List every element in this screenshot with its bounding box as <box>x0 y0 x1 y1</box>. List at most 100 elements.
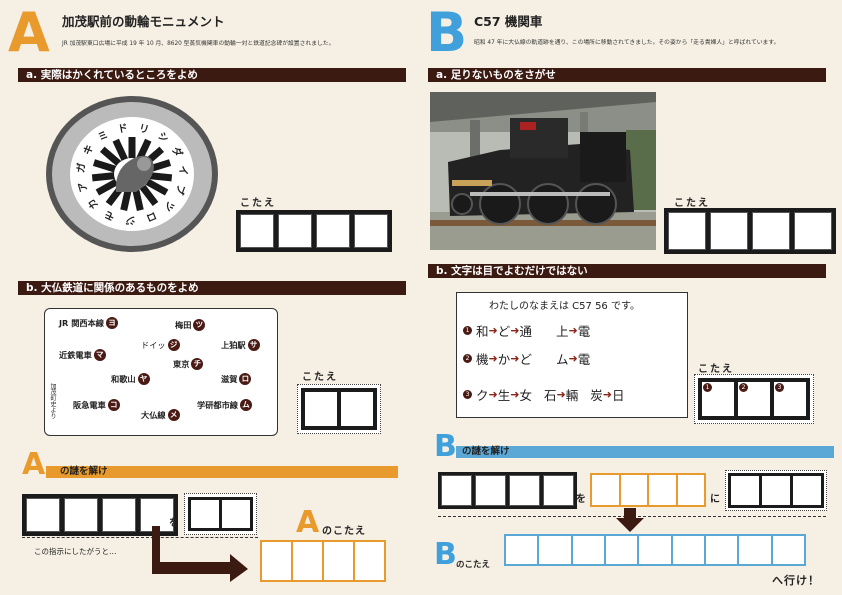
answer-box[interactable] <box>102 498 136 532</box>
section-b-letter: B <box>426 1 468 64</box>
answer-box[interactable] <box>678 475 705 505</box>
section-b-part-b-boxes: 1 2 3 <box>694 374 814 424</box>
answer-box[interactable]: 2 <box>738 382 770 416</box>
go-text: へ行け！ <box>772 574 820 587</box>
wheel-spoke <box>92 159 118 174</box>
riddle-b-heading: の謎を解け <box>462 446 510 457</box>
answer-box[interactable] <box>293 542 324 580</box>
wheel-spoke <box>112 138 129 163</box>
section-b-description: 昭和 47 年に大仏線の軌道跡を通り、この場所に移動されてきました。その姿から「… <box>474 40 780 46</box>
answer-box[interactable] <box>668 212 706 250</box>
station-label: 大仏線メ <box>141 409 180 421</box>
riddle-b-final-answer <box>504 534 806 566</box>
wheel-spoke <box>91 171 117 182</box>
riddle-b-orange-boxes <box>590 473 706 507</box>
answer-box[interactable] <box>762 476 790 505</box>
answer-box[interactable] <box>441 475 472 506</box>
answer-box[interactable] <box>509 475 540 506</box>
station-label: 学研都市線ム <box>197 399 252 411</box>
answer-box[interactable] <box>240 214 274 248</box>
station-label: 阪急電車コ <box>73 399 120 411</box>
riddle-a-divider <box>22 537 258 538</box>
section-b-part-a-answer-label: こたえ <box>674 198 710 209</box>
answer-box[interactable] <box>191 500 219 528</box>
answer-box[interactable] <box>341 392 373 426</box>
answer-box[interactable] <box>278 214 312 248</box>
section-a-letter: A <box>8 1 50 64</box>
answer-box[interactable] <box>305 392 337 426</box>
answer-box[interactable]: 1 <box>702 382 734 416</box>
riddle-a-joiner: を <box>169 518 179 529</box>
answer-box[interactable] <box>262 542 293 580</box>
answer-box[interactable] <box>506 536 540 564</box>
wheel-spoke <box>95 177 120 196</box>
answer-box[interactable] <box>26 498 60 532</box>
station-map: JR 関西本線ヨ 梅田ツ ドイッジ 上狛駅サ 近鉄電車マ 東京チ 和歌山ヤ 滋賀… <box>44 308 278 436</box>
answer-box[interactable] <box>739 536 773 564</box>
riddle-b-answer-letter: B <box>434 537 457 572</box>
wheel-char: ロ <box>145 209 158 223</box>
wheel-spoke <box>99 146 123 168</box>
answer-box[interactable] <box>752 212 790 250</box>
answer-box[interactable] <box>222 500 250 528</box>
wheel-char: ド <box>117 122 129 136</box>
wheel-char: イ <box>176 165 189 176</box>
riddle-a-answer-label: のこたえ <box>322 526 366 537</box>
wheel-spoke <box>144 177 169 196</box>
riddle-b-bar <box>456 446 834 458</box>
hint-row-2: 2 機➜か➜ど ム➜電 <box>463 349 590 368</box>
section-a-part-a-heading: a. 実際はかくれているところをよめ <box>18 68 406 82</box>
riddle-a-bar <box>46 466 398 478</box>
answer-box[interactable] <box>639 536 673 564</box>
answer-box[interactable] <box>543 475 574 506</box>
answer-box[interactable] <box>573 536 606 564</box>
part-b-answer-boxes <box>297 384 381 434</box>
riddle-b-joiner-1: を <box>576 494 586 505</box>
answer-box[interactable] <box>731 476 759 505</box>
section-b-title: C57 機関車 <box>474 14 543 29</box>
part-b-answer-label: こたえ <box>302 372 338 383</box>
riddle-a-final-answer <box>260 540 386 582</box>
section-b-part-b-heading: b. 文字は目でよむだけではない <box>428 264 826 278</box>
station-label: ドイッジ <box>141 339 180 351</box>
hint-box: わたしのなまえは C57 56 です。 1 和➜ど➜通 上➜電 2 機➜か➜ど … <box>456 292 688 418</box>
section-b-part-a-boxes <box>664 208 836 254</box>
answer-box[interactable] <box>710 212 748 250</box>
part-a-answer-label: こたえ <box>240 198 276 209</box>
answer-box[interactable] <box>539 536 573 564</box>
answer-box[interactable] <box>475 475 506 506</box>
hint-row-1: 1 和➜ど➜通 上➜電 <box>463 321 590 340</box>
riddle-a-boxes-2 <box>184 493 257 535</box>
answer-box[interactable] <box>64 498 98 532</box>
answer-box[interactable] <box>706 536 740 564</box>
riddle-a-letter: A <box>22 447 46 482</box>
station-label: 東京チ <box>173 358 204 370</box>
answer-box[interactable] <box>794 212 832 250</box>
answer-box[interactable] <box>621 475 649 505</box>
answer-box[interactable] <box>793 476 821 505</box>
riddle-b-answer-label: のこたえ <box>456 560 491 570</box>
map-source-note: 加茂町史より <box>49 383 56 419</box>
wheel-char: モ <box>103 208 117 222</box>
riddle-b-letter: B <box>434 429 457 464</box>
answer-box[interactable] <box>606 536 640 564</box>
section-b-part-b-answer-label: こたえ <box>698 364 734 375</box>
answer-box[interactable] <box>592 475 621 505</box>
answer-box[interactable]: 3 <box>774 382 806 416</box>
answer-box[interactable] <box>324 542 355 580</box>
answer-box[interactable] <box>673 536 706 564</box>
answer-box[interactable] <box>316 214 350 248</box>
arrow-right-icon <box>152 526 248 582</box>
station-label: JR 関西本線ヨ <box>59 317 118 329</box>
wheel-spoke <box>147 171 173 182</box>
station-label: 和歌山ヤ <box>111 373 150 385</box>
hint-row-3: 3 ク➜生➜女 石➜輛 炭➜日 <box>463 385 624 404</box>
wheel-char: ア <box>76 180 90 193</box>
station-label: 滋賀ロ <box>221 373 252 385</box>
answer-box[interactable] <box>773 536 804 564</box>
riddle-b-joiner-2: に <box>710 494 720 505</box>
answer-box[interactable] <box>354 214 388 248</box>
answer-box[interactable] <box>649 475 678 505</box>
answer-box[interactable] <box>355 542 384 580</box>
section-a-title: 加茂駅前の動輪モニュメント <box>62 14 225 29</box>
